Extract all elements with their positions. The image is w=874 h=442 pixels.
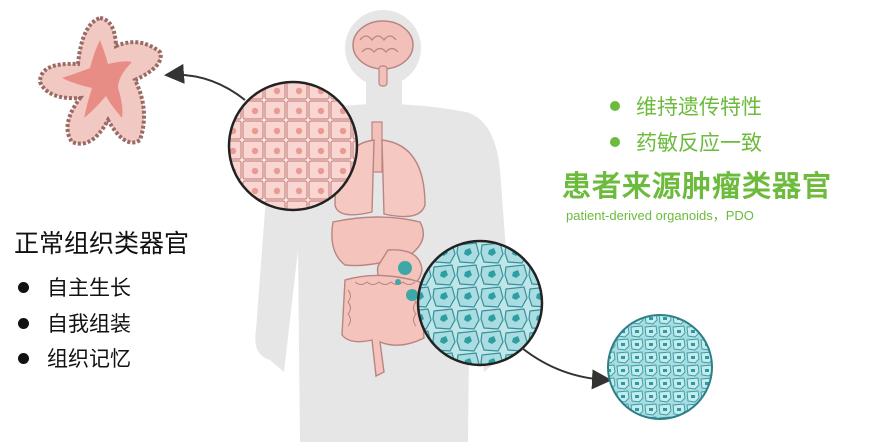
- colon-icon: [341, 274, 425, 378]
- bullet-dot: [18, 281, 29, 293]
- brain-icon: [352, 20, 414, 87]
- pdo-subtitle: patient-derived organoids，PDO: [566, 208, 754, 223]
- normal-feature-label: 组织记忆: [47, 347, 131, 371]
- normal-feature-item: 组织记忆: [18, 343, 131, 373]
- bullet-dot: [610, 101, 620, 111]
- tumor-spots: [395, 261, 418, 301]
- normal-organoid-illustration: [37, 15, 163, 146]
- normal-organoid-title: 正常组织类器官: [14, 229, 190, 258]
- bullet-dot: [18, 352, 29, 364]
- pdo-title: 患者来源肿瘤类器官: [562, 169, 833, 203]
- bullet-dot: [18, 317, 29, 329]
- pdo-feature-label: 药敏反应一致: [636, 131, 762, 155]
- arrow-to-tumor-organoid: [521, 347, 612, 390]
- normal-feature-item: 自我组装: [18, 308, 131, 338]
- pdo-feature-label: 维持遗传特性: [636, 95, 762, 119]
- normal-feature-label: 自主生长: [47, 276, 131, 300]
- arrow-to-normal-organoid: [164, 63, 246, 101]
- normal-tissue-magnifier: [227, 80, 359, 212]
- tumor-organoid-illustration: [607, 314, 713, 420]
- normal-feature-label: 自我组装: [47, 312, 131, 336]
- tumor-tissue-magnifier: [416, 239, 544, 367]
- pdo-feature-item: 药敏反应一致: [610, 127, 762, 157]
- bullet-dot: [610, 137, 620, 147]
- normal-feature-item: 自主生长: [18, 272, 131, 302]
- pdo-feature-item: 维持遗传特性: [610, 91, 762, 121]
